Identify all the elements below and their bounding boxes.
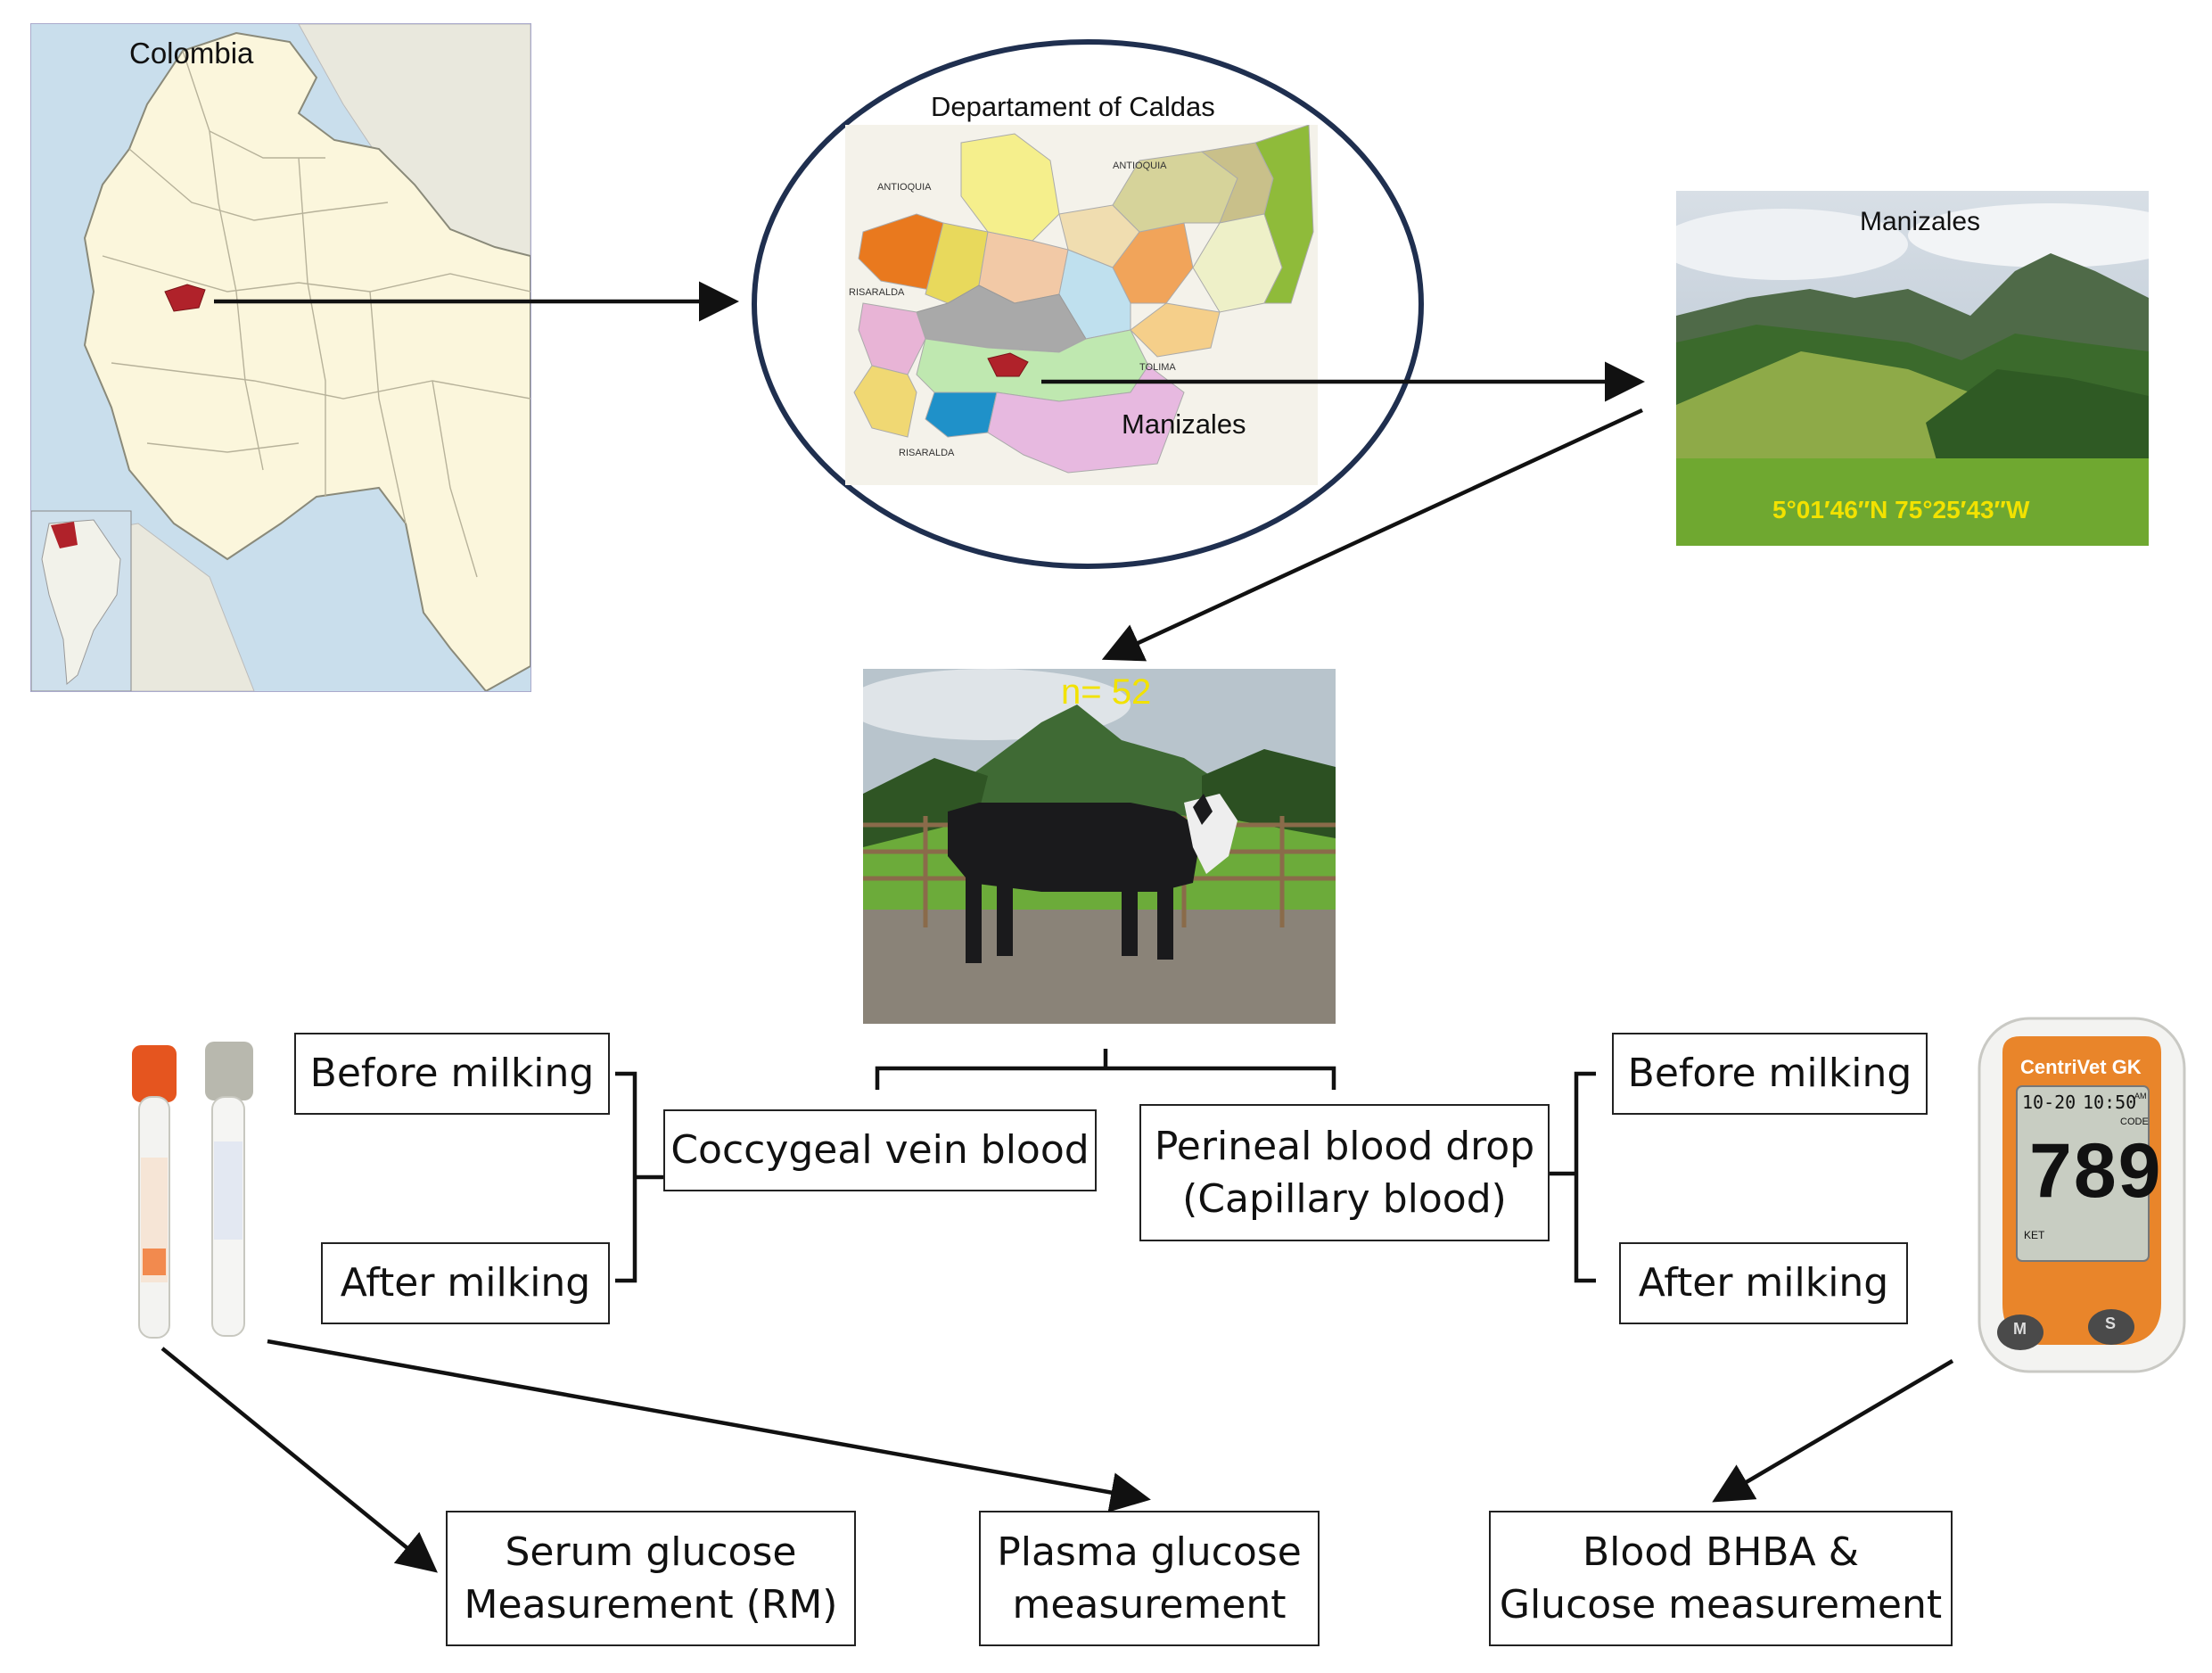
meter-time-left: 10-20 (2022, 1092, 2076, 1113)
caldas-map-panel: ANTIOQUIA ANTIOQUIA RISARALDA TOLIMA RIS… (845, 125, 1318, 485)
caldas-city-label: Manizales (1122, 408, 1246, 440)
serum-glucose-line2: Measurement (RM) (464, 1582, 838, 1628)
serum-glucose-box: Serum glucose Measurement (RM) (446, 1511, 856, 1646)
meter-button-s[interactable]: S (2105, 1314, 2117, 1332)
colombia-map-title: Colombia (129, 37, 254, 70)
caldas-neighbor-label-2: ANTIOQUIA (1113, 161, 1167, 171)
cow-sampling-bracket (875, 1049, 1336, 1090)
left-before-milking-box: Before milking (294, 1033, 610, 1115)
landscape-photo-graphic (1676, 191, 2149, 546)
red-top-tube (132, 1045, 177, 1339)
caldas-neighbor-label-3: RISARALDA (849, 287, 905, 298)
meter-reading: 789 (2029, 1128, 2163, 1214)
caldas-neighbor-label-5: RISARALDA (899, 448, 955, 458)
left-after-milking-box: After milking (321, 1242, 610, 1324)
bhba-glucose-line1: Blood BHBA & (1582, 1529, 1860, 1575)
arrow-tubes-to-serum (160, 1347, 438, 1573)
caldas-neighbor-label-4: TOLIMA (1139, 362, 1176, 373)
meter-ket: KET (2024, 1229, 2045, 1241)
meter-time-right: 10:50 (2083, 1092, 2137, 1113)
bhba-glucose-line2: Glucose measurement (1499, 1582, 1943, 1628)
meter-brand: CentriVet GK (2020, 1056, 2142, 1078)
bhba-glucose-box: Blood BHBA & Glucose measurement (1489, 1511, 1953, 1646)
cow-photo-sample-size: n= 52 (1061, 672, 1152, 712)
left-before-milking-label: Before milking (309, 1051, 595, 1097)
plasma-glucose-line1: Plasma glucose (997, 1529, 1302, 1575)
plasma-glucose-box: Plasma glucose measurement (979, 1511, 1320, 1646)
perineal-blood-drop-line2: (Capillary blood) (1182, 1176, 1507, 1222)
meter-button-m[interactable]: M (2013, 1320, 2027, 1338)
landscape-photo-title: Manizales (1860, 207, 1981, 236)
right-milking-bracket (1550, 1071, 1596, 1283)
glucose-meter: CentriVet GK 10-20 10:50 AM CODE 789 KET… (1970, 1010, 2193, 1379)
left-after-milking-label: After milking (340, 1260, 591, 1306)
plasma-glucose-line2: measurement (1012, 1582, 1287, 1628)
meter-code: CODE (2120, 1117, 2149, 1127)
right-after-milking-label: After milking (1638, 1260, 1889, 1306)
landscape-photo-coordinates: 5°01′46″N 75°25′43″W (1772, 496, 2030, 523)
glucose-meter-graphic (1978, 1017, 2186, 1373)
caldas-map-title: Departament of Caldas (931, 91, 1215, 122)
meter-am: AM (2134, 1092, 2147, 1100)
caldas-map-graphic (845, 125, 1318, 485)
colombia-map-panel: Colombia (30, 23, 531, 692)
grey-top-tube (205, 1042, 253, 1337)
cow-photo: n= 52 (863, 669, 1336, 1024)
arrow-tubes-to-plasma (267, 1339, 1151, 1512)
perineal-blood-drop-box: Perineal blood drop (Capillary blood) (1139, 1104, 1550, 1241)
colombia-map-graphic (31, 24, 530, 691)
caldas-neighbor-label-1: ANTIOQUIA (877, 182, 932, 193)
coccygeal-vein-blood-label: Coccygeal vein blood (670, 1127, 1090, 1174)
serum-glucose-line1: Serum glucose (505, 1529, 797, 1575)
coccygeal-vein-blood-box: Coccygeal vein blood (663, 1109, 1097, 1191)
right-before-milking-label: Before milking (1627, 1051, 1912, 1097)
landscape-photo: Manizales 5°01′46″N 75°25′43″W (1676, 191, 2149, 546)
perineal-blood-drop-line1: Perineal blood drop (1154, 1123, 1535, 1169)
cow-photo-graphic (863, 669, 1336, 1024)
right-before-milking-box: Before milking (1612, 1033, 1928, 1115)
right-after-milking-box: After milking (1619, 1242, 1908, 1324)
arrow-meter-to-bhba (1712, 1359, 1954, 1503)
left-milking-bracket (615, 1071, 663, 1283)
